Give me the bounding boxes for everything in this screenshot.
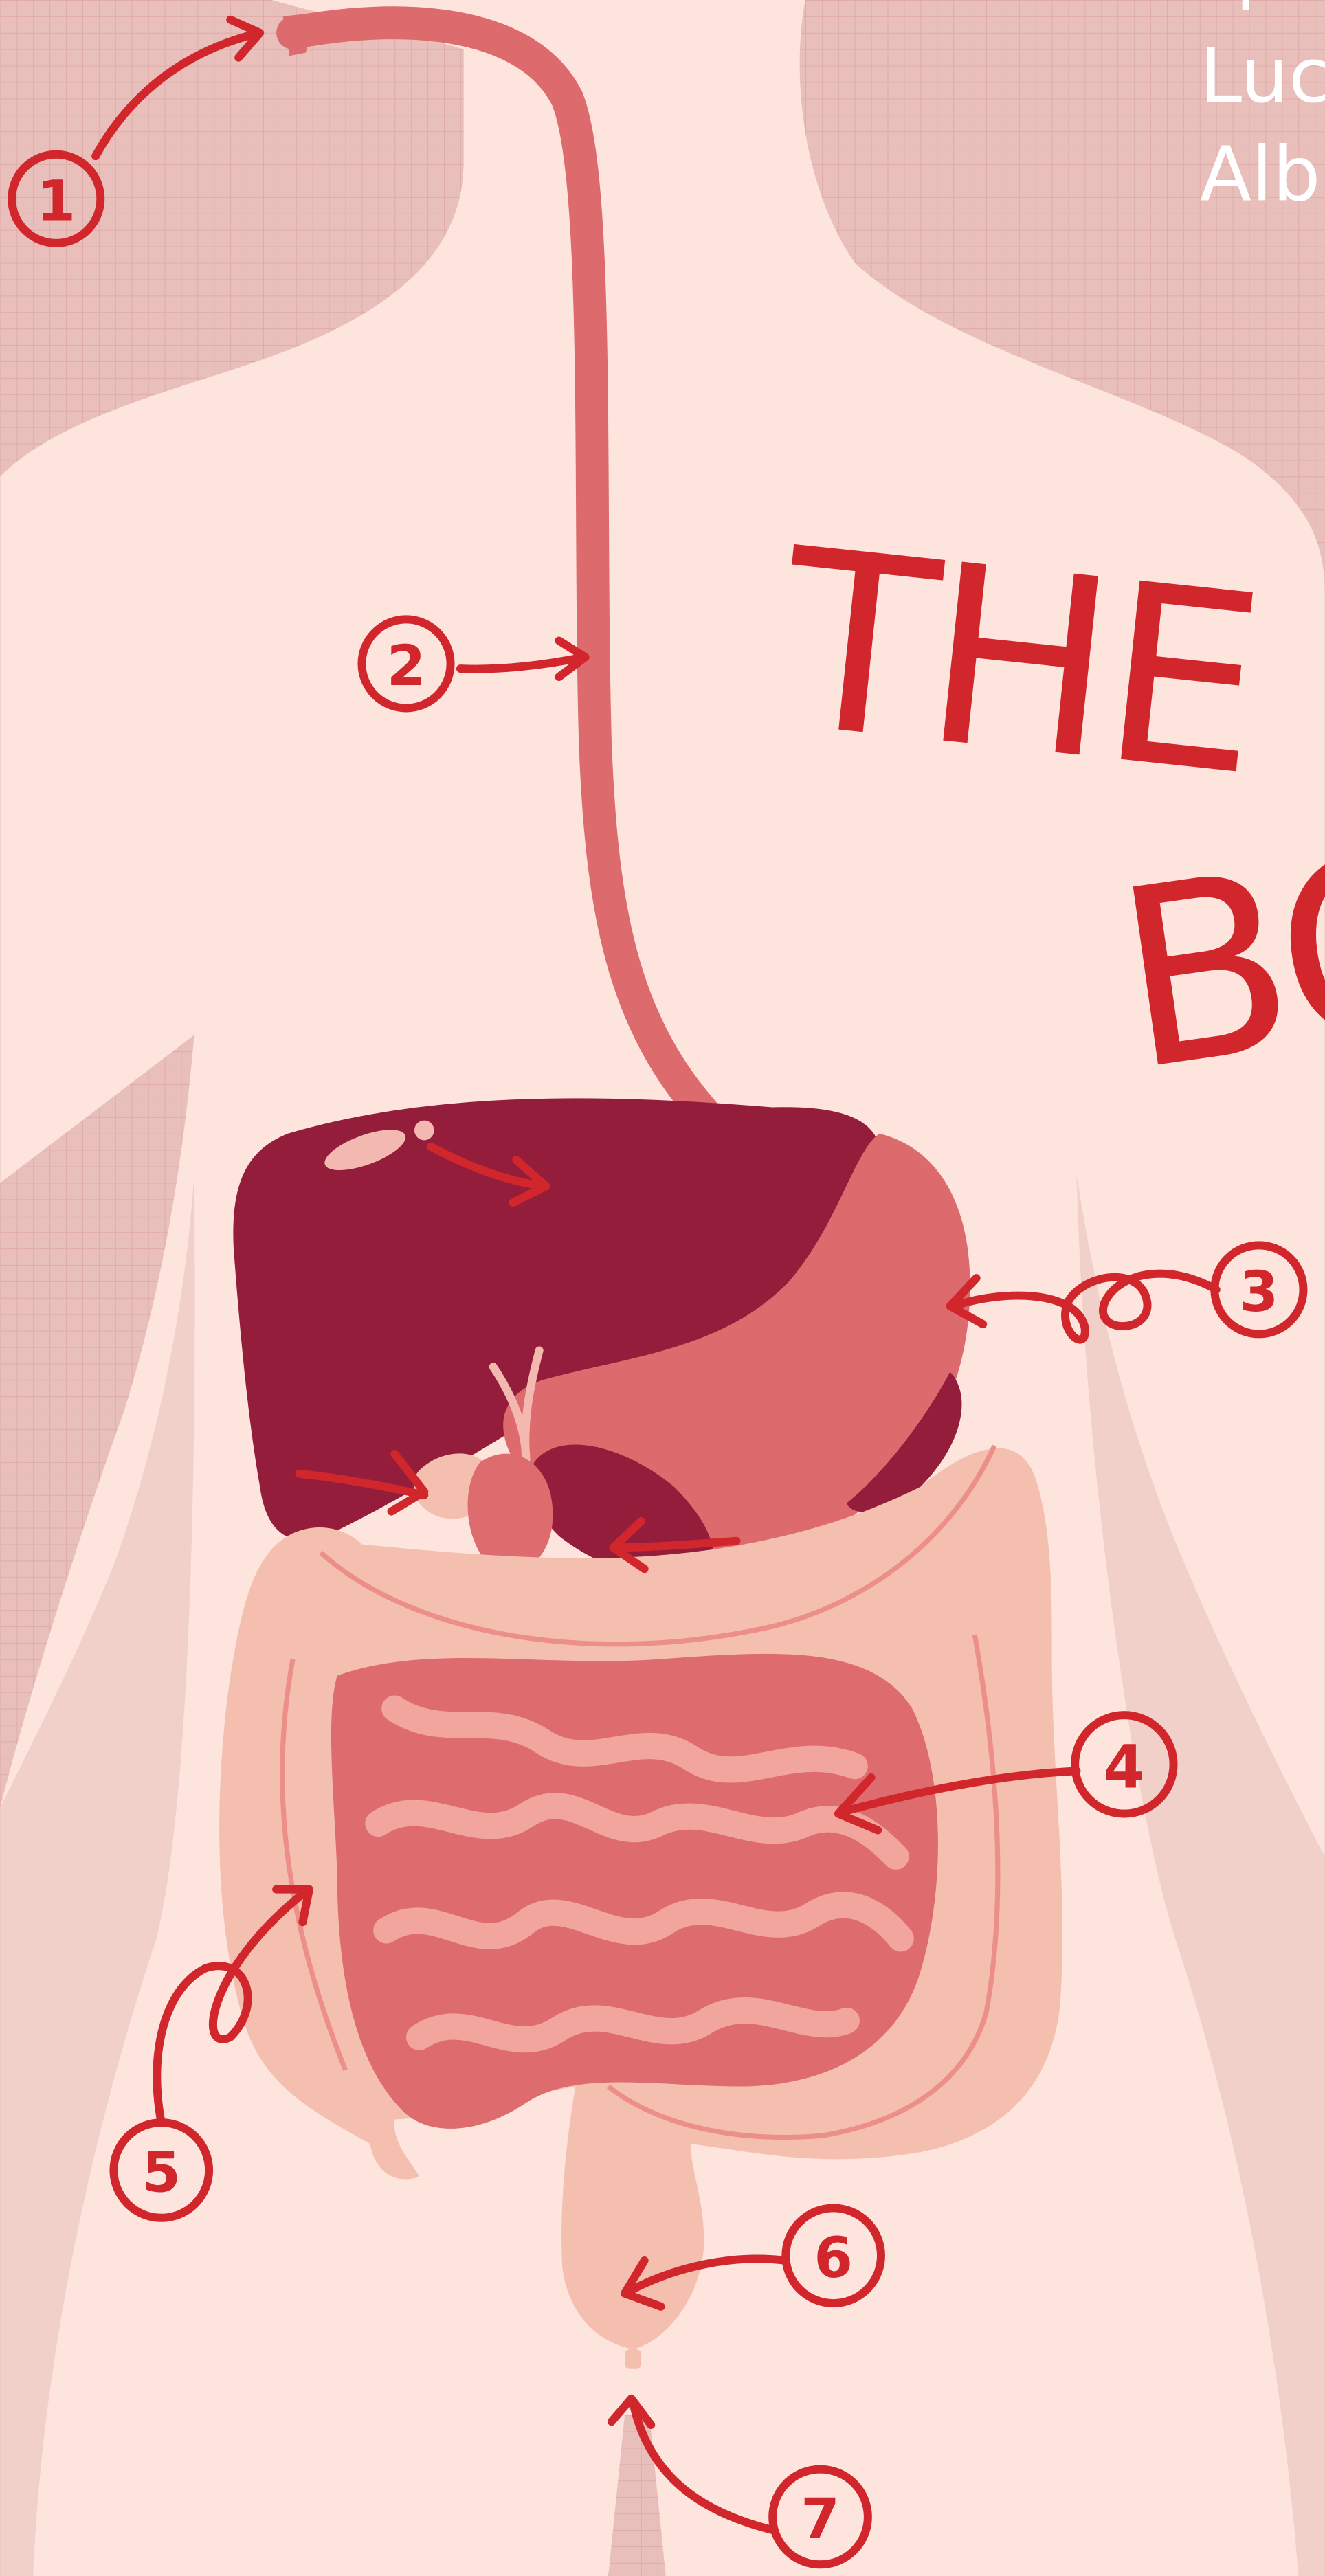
label-5-text: 5 bbox=[142, 2141, 181, 2206]
liver-highlight-dot bbox=[414, 1121, 434, 1141]
title-line-2: BO bbox=[1102, 793, 1325, 1125]
label-6-text: 6 bbox=[814, 2226, 853, 2291]
label-4-text: 4 bbox=[1104, 1733, 1145, 1802]
label-3-text: 3 bbox=[1240, 1260, 1279, 1325]
rectum-tube bbox=[625, 2349, 641, 2369]
author-line-1: Luc bbox=[1200, 32, 1325, 120]
label-7-text: 7 bbox=[801, 2487, 840, 2552]
label-1-text: 1 bbox=[36, 169, 76, 234]
author-line-0: I bbox=[1236, 0, 1255, 25]
author-line-2: Alb bbox=[1200, 131, 1321, 219]
label-2-text: 2 bbox=[387, 634, 426, 699]
